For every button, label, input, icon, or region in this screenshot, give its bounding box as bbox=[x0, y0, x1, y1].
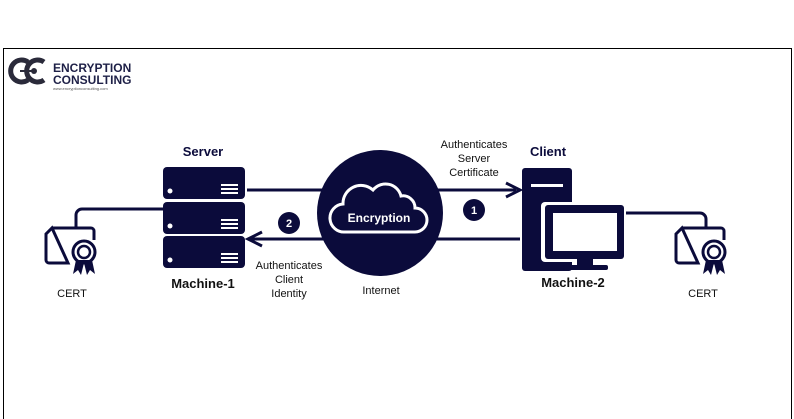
cert-right-label: CERT bbox=[688, 288, 718, 300]
connector-line bbox=[626, 211, 708, 229]
step-1-text: Certificate bbox=[449, 167, 499, 179]
step-1-text: Authenticates bbox=[441, 139, 508, 151]
client-name: Machine-2 bbox=[541, 275, 605, 290]
connector-line bbox=[74, 207, 163, 229]
step-2: 2 Authenticates Client Identity bbox=[256, 212, 323, 300]
cert-left-label: CERT bbox=[57, 288, 87, 300]
client-title: Client bbox=[530, 144, 567, 159]
server-machine-1: Server Machine-1 bbox=[163, 144, 245, 291]
cert-right: CERT bbox=[626, 211, 727, 300]
desktop-computer-icon bbox=[522, 168, 627, 271]
step-2-badge bbox=[278, 212, 300, 234]
client-machine-2: Client Machine-2 bbox=[522, 144, 627, 290]
server-rack-icon bbox=[163, 167, 245, 268]
step-1-text: Server bbox=[458, 153, 491, 165]
step-1-number: 1 bbox=[471, 205, 477, 217]
logo-mark-icon bbox=[8, 57, 30, 85]
logo-text-line1: ENCRYPTION bbox=[53, 61, 131, 75]
certificate-icon bbox=[674, 225, 727, 275]
internet-encryption-cloud: Encryption Internet bbox=[317, 150, 443, 297]
step-2-text: Identity bbox=[271, 288, 307, 300]
internet-label: Internet bbox=[362, 285, 399, 297]
server-title: Server bbox=[183, 144, 223, 159]
certificate-icon bbox=[44, 225, 97, 275]
step-2-number: 2 bbox=[286, 218, 292, 230]
step-1: 1 Authenticates Server Certificate bbox=[441, 139, 508, 221]
logo-text-line2: CONSULTING bbox=[53, 73, 131, 87]
step-2-text: Authenticates bbox=[256, 260, 323, 272]
cert-left: CERT bbox=[44, 207, 163, 300]
server-name: Machine-1 bbox=[171, 276, 235, 291]
cloud-icon bbox=[328, 182, 429, 234]
encryption-consulting-logo: ENCRYPTION CONSULTING www.encryptioncons… bbox=[8, 57, 131, 91]
step-1-badge bbox=[463, 199, 485, 221]
logo-url: www.encryptionconsulting.com bbox=[53, 86, 108, 91]
step-2-text: Client bbox=[275, 274, 303, 286]
cloud-label: Encryption bbox=[348, 211, 411, 225]
